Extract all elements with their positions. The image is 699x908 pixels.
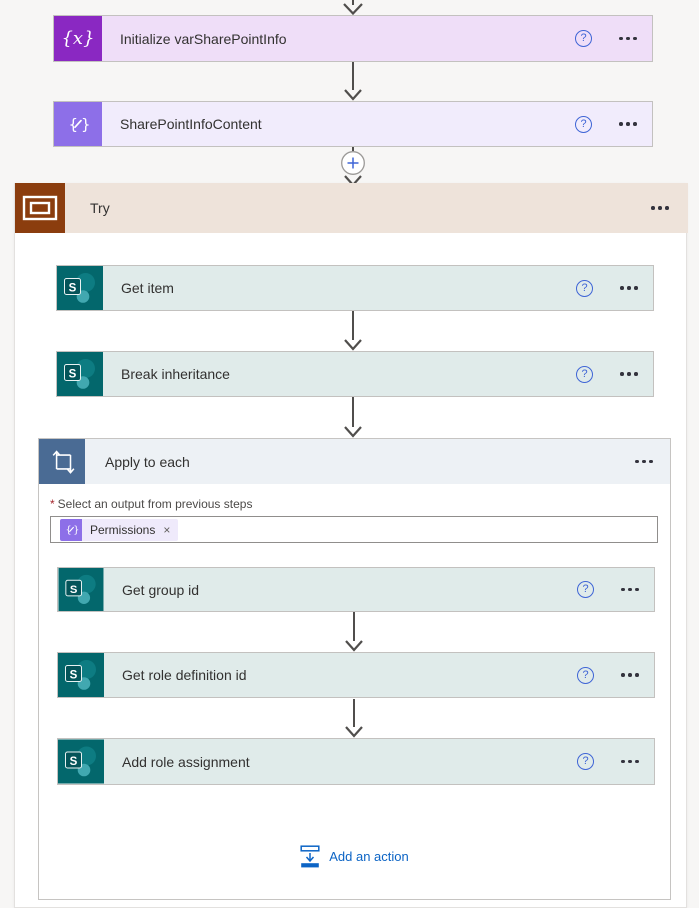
add-action-label: Add an action [329, 849, 409, 864]
more-options-button[interactable] [618, 114, 638, 134]
token-label: Permissions [90, 522, 156, 537]
variable-icon: {x} [54, 16, 102, 61]
field-label: *Select an output from previous steps [50, 497, 252, 511]
compose-token-icon: { } [60, 518, 82, 541]
svg-text:{: { [65, 525, 71, 536]
insert-step-plus-button[interactable] [335, 147, 371, 187]
action-card-get-item[interactable]: S Get item ? [56, 265, 654, 311]
connector-arrow [345, 699, 363, 738]
connector-arrow [344, 397, 362, 438]
scope-title: Try [90, 200, 110, 216]
action-card-break-inheritance[interactable]: S Break inheritance ? [56, 351, 654, 397]
action-title: Add role assignment [122, 753, 250, 770]
svg-text:}: } [73, 525, 79, 536]
action-card-get-group-id[interactable]: S Get group id ? [57, 567, 655, 612]
more-options-button[interactable] [619, 278, 639, 298]
action-card-get-role-definition-id[interactable]: S Get role definition id ? [57, 652, 655, 698]
svg-text:S: S [70, 670, 78, 682]
connector-arrow [345, 612, 363, 652]
svg-text:S: S [70, 756, 78, 768]
token-chip-permissions[interactable]: { } Permissions × [60, 518, 179, 541]
ellipsis-icon [627, 372, 631, 376]
help-icon[interactable]: ? [575, 115, 592, 133]
svg-text:S: S [69, 369, 77, 381]
scope-try: Try S Get item ? [14, 183, 688, 908]
more-options-button[interactable] [620, 752, 640, 772]
help-icon[interactable]: ? [577, 666, 594, 684]
help-icon[interactable]: ? [577, 581, 594, 598]
token-label-and-remove: Permissions × [82, 518, 179, 541]
field-label-text: Select an output from previous steps [57, 497, 253, 511]
svg-text:}: } [81, 116, 90, 134]
action-title: SharePointInfoContent [120, 116, 262, 132]
more-options-button[interactable] [618, 29, 638, 49]
ellipsis-icon [642, 459, 646, 464]
ellipsis-icon [628, 673, 632, 677]
help-icon[interactable]: ? [576, 365, 593, 383]
scope-try-header[interactable]: Try [15, 183, 688, 233]
compose-icon: { } [54, 102, 102, 146]
more-options-button[interactable] [620, 665, 640, 685]
action-card-add-role-assignment[interactable]: S Add role assignment ? [57, 738, 655, 785]
required-marker: * [50, 497, 55, 511]
variable-icon-glyph: {x} [61, 28, 95, 49]
action-card-initialize-variable[interactable]: {x} Initialize varSharePointInfo ? [53, 15, 653, 62]
sharepoint-icon: S [58, 739, 104, 784]
more-options-button[interactable] [620, 580, 640, 600]
action-title: Get group id [122, 581, 200, 598]
more-options-button[interactable] [650, 198, 670, 218]
connector-arrow [344, 311, 362, 351]
add-action-icon [300, 845, 320, 868]
ellipsis-icon [626, 36, 630, 41]
loop-icon [39, 439, 85, 484]
sharepoint-icon: S [57, 266, 103, 310]
ellipsis-icon [628, 759, 632, 764]
ellipsis-icon [626, 122, 630, 126]
connector-arrow-top [343, 0, 363, 15]
plus-icon [347, 157, 359, 169]
ellipsis-icon [658, 206, 662, 210]
help-icon[interactable]: ? [577, 753, 594, 770]
add-an-action-button[interactable]: Add an action [39, 845, 670, 868]
scope-apply-to-each-header[interactable]: Apply to each [39, 439, 670, 484]
scope-title: Apply to each [105, 453, 190, 470]
sharepoint-icon: S [57, 352, 103, 396]
ellipsis-icon [627, 286, 631, 290]
svg-text:S: S [70, 584, 78, 596]
ellipsis-icon [628, 587, 632, 592]
svg-text:{: { [69, 116, 79, 134]
help-icon[interactable]: ? [575, 30, 592, 47]
action-title: Initialize varSharePointInfo [120, 30, 287, 47]
sharepoint-icon: S [58, 653, 104, 697]
action-title: Get role definition id [122, 667, 247, 683]
scope-apply-to-each: Apply to each *Select an output from pre… [38, 438, 671, 900]
more-options-button[interactable] [634, 452, 654, 472]
token-remove-icon[interactable]: × [163, 522, 171, 537]
action-title: Get item [121, 280, 174, 296]
help-icon[interactable]: ? [576, 279, 593, 297]
output-select-input[interactable]: { } Permissions × [50, 516, 658, 543]
scope-icon [15, 183, 65, 233]
connector-arrow [344, 62, 362, 101]
svg-text:S: S [69, 283, 77, 295]
sharepoint-icon: S [58, 568, 104, 611]
action-title: Break inheritance [121, 366, 230, 382]
action-card-compose[interactable]: { } SharePointInfoContent ? [53, 101, 653, 147]
more-options-button[interactable] [619, 364, 639, 384]
